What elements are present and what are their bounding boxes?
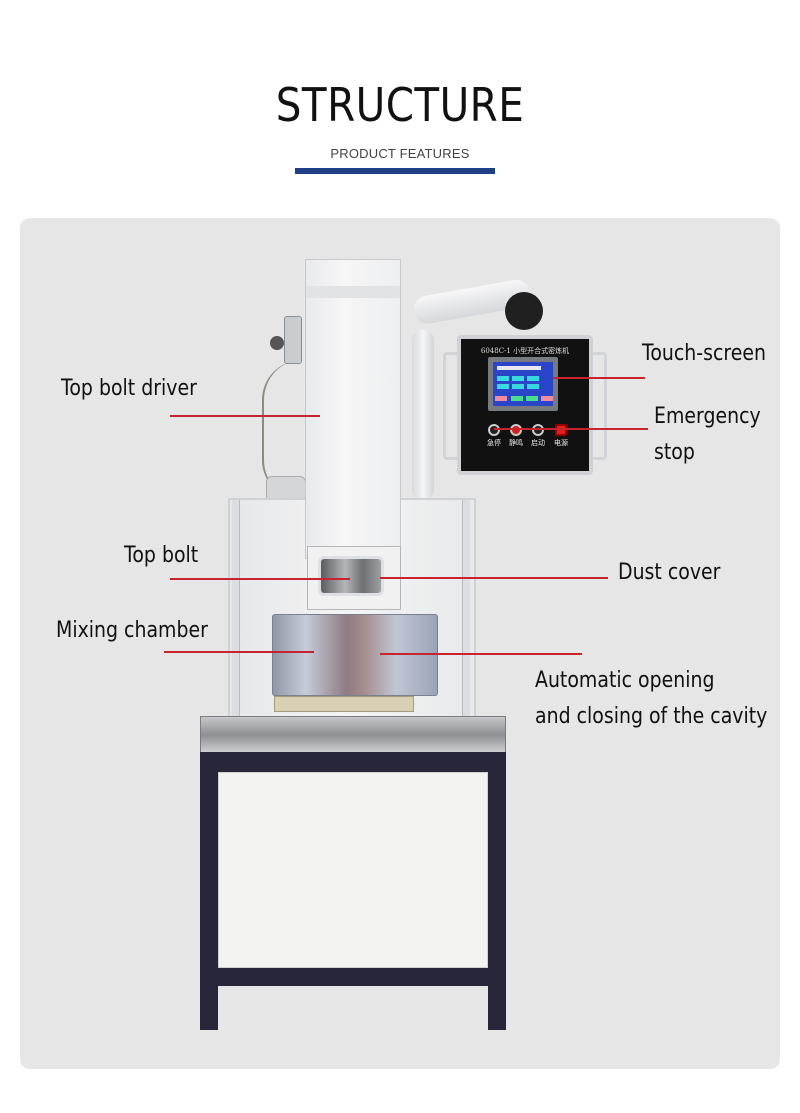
callout-touch-screen: Touch-screen: [642, 341, 767, 366]
control-box-handle-left: [443, 352, 457, 460]
frame-rail-left: [232, 500, 240, 718]
page-title: STRUCTURE: [275, 78, 525, 132]
motor: [266, 476, 306, 502]
dust-cover-window: [318, 556, 384, 596]
power-indicator-icon: [555, 424, 567, 436]
callout-emergency-stop-line2: stop: [654, 440, 695, 465]
table-top: [200, 716, 506, 754]
control-button-label: 启动: [531, 439, 545, 447]
stand-front-panel: [218, 772, 488, 968]
callout-line-touch-screen: [553, 377, 645, 379]
top-bolt-driver-column: [305, 259, 401, 559]
control-button-label: 静鸣: [509, 439, 523, 447]
callout-line-top-bolt: [170, 578, 350, 580]
callout-dust-cover: Dust cover: [618, 560, 721, 585]
control-button-label: 电源: [554, 439, 568, 447]
callout-automatic-opening-line2: and closing of the cavity: [535, 704, 768, 729]
emergency-stop-button-icon: [488, 424, 500, 436]
air-hose: [262, 360, 302, 500]
control-box-handle-right: [593, 352, 607, 460]
frame-rail-right: [462, 500, 470, 718]
chamber-base-plate: [274, 696, 414, 712]
control-button-label: 急停: [487, 439, 501, 447]
callout-line-top-bolt-driver: [170, 415, 320, 417]
title-underline: [295, 168, 495, 174]
mute-button-icon: [510, 424, 522, 436]
callout-top-bolt-driver: Top bolt driver: [61, 376, 197, 401]
callout-emergency-stop-line1: Emergency: [654, 404, 761, 429]
callout-mixing-chamber: Mixing chamber: [56, 618, 208, 643]
support-arm-vertical: [412, 330, 434, 500]
mixing-chamber-block: [272, 614, 438, 696]
support-arm-elbow: [505, 292, 543, 330]
callout-line-dust-cover: [380, 577, 608, 579]
callout-line-automatic-opening: [380, 653, 582, 655]
callout-automatic-opening-line1: Automatic opening: [535, 668, 715, 693]
air-regulator: [284, 316, 302, 364]
stand-frame: [200, 752, 506, 1030]
callout-line-mixing-chamber: [164, 651, 314, 653]
page-subtitle: PRODUCT FEATURES: [330, 146, 470, 161]
callout-top-bolt: Top bolt: [124, 543, 199, 568]
stand-crossbar: [200, 968, 506, 986]
start-button-icon: [532, 424, 544, 436]
callout-line-emergency-stop: [494, 428, 648, 430]
touch-screen-display: [488, 357, 558, 411]
control-box-title: 6048C-1 小型开合式密炼机: [480, 347, 570, 355]
regulator-knob-icon: [270, 336, 284, 350]
